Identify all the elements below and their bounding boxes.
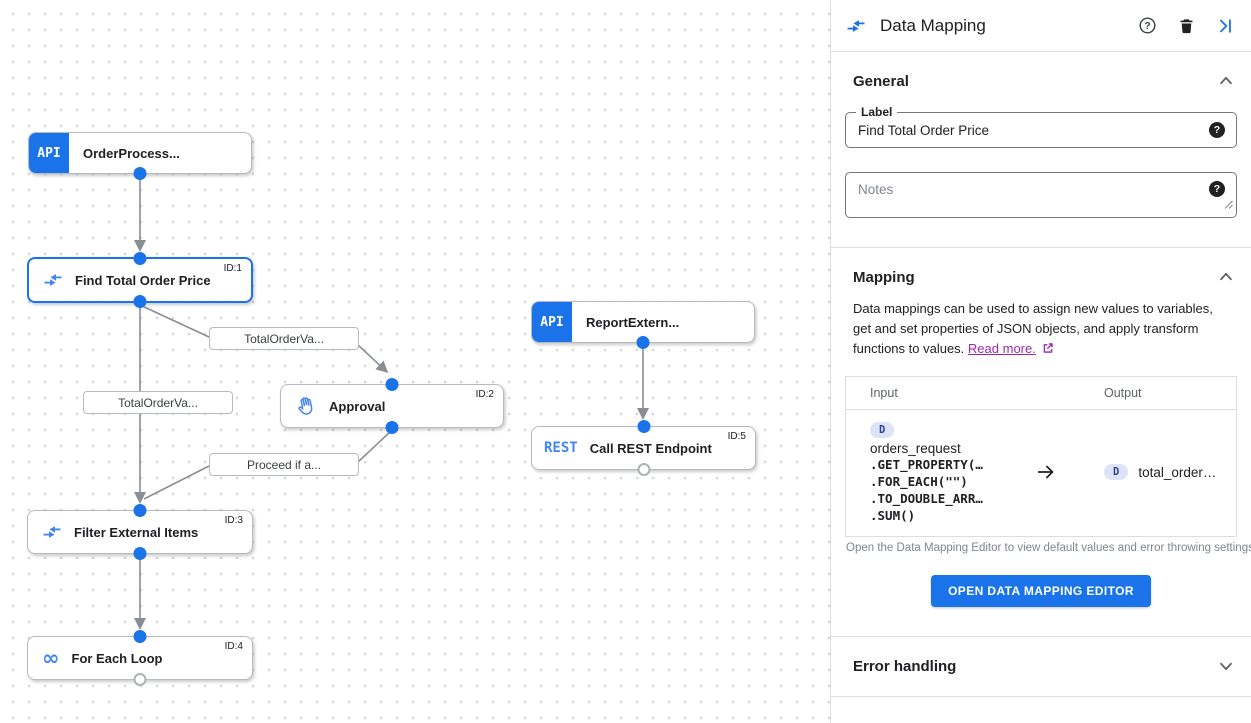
task-config-panel: Data Mapping ? [830,0,1251,723]
input-column-header: Input [870,386,898,400]
chevron-up-icon[interactable] [1217,72,1235,90]
edge-label[interactable]: Proceed if a... [209,453,359,476]
section-divider [831,696,1251,697]
output-port[interactable] [133,167,147,180]
node-id-badge: ID:2 [475,389,494,400]
node-label: OrderProcess... [83,145,180,161]
section-mapping: Mapping Data mappings can be used to ass… [831,248,1251,636]
section-error-handling[interactable]: Error handling [831,637,1251,696]
external-link-icon [1042,340,1054,360]
mapping-summary-table: Input Output D orders_request .GET_PROPE… [845,376,1237,537]
datatype-chip: D [870,422,895,438]
edge-label[interactable]: TotalOrderVa... [83,391,233,414]
mapping-row[interactable]: D orders_request .GET_PROPERTY(… .FOR_EA… [846,410,1236,536]
label-help-icon[interactable]: ? [1209,122,1225,138]
input-port[interactable] [637,420,650,433]
node-find-total-order-price[interactable]: Find Total Order Price ID:1 [27,252,253,308]
input-variable: orders_request [870,441,961,456]
output-port[interactable] [636,336,650,349]
input-port[interactable] [133,630,147,643]
node-order-process-trigger[interactable]: API OrderProcess... [28,132,252,180]
notes-textarea[interactable] [846,173,1236,217]
open-output-port[interactable] [133,673,147,686]
node-label: Call REST Endpoint [589,440,712,456]
notes-field: ? [845,172,1237,218]
rest-icon: REST [544,440,578,456]
node-id-badge: ID:1 [223,263,242,274]
delete-trash-icon[interactable] [1178,17,1195,35]
node-label: Filter External Items [74,524,199,540]
node-label: Approval [329,398,386,414]
section-divider [831,247,1251,248]
node-id-badge: ID:4 [224,641,243,652]
input-port[interactable] [133,252,147,265]
api-trigger-badge: API [29,133,69,173]
data-mapping-icon [42,522,62,542]
transform-function: .SUM() [870,508,916,523]
panel-header: Data Mapping ? [831,0,1251,52]
output-variable: total_order… [1138,464,1217,480]
output-column-header: Output [1104,386,1142,400]
node-report-extern-trigger[interactable]: API ReportExtern... [531,301,755,349]
output-port[interactable] [133,547,147,560]
chevron-up-icon[interactable] [1217,268,1235,286]
section-general: General Label ? ? [831,52,1251,218]
node-filter-external-items[interactable]: Filter External Items ID:3 [27,504,253,560]
help-icon[interactable]: ? [1138,16,1157,35]
node-id-badge: ID:3 [224,515,243,526]
node-label: For Each Loop [71,650,163,666]
section-divider [831,636,1251,637]
approval-hand-icon [295,395,317,417]
resize-grip-icon[interactable] [1224,196,1233,214]
input-port[interactable] [385,378,399,391]
panel-title: Data Mapping [880,15,986,35]
flow-edges [134,176,649,630]
node-for-each-loop[interactable]: ∞ For Each Loop ID:4 [27,630,253,686]
transform-function: .TO_DOUBLE_ARR… [870,491,983,506]
api-trigger-badge: API [532,302,572,342]
svg-text:?: ? [1144,21,1150,32]
node-approval[interactable]: Approval ID:2 [280,378,504,434]
open-output-port[interactable] [637,463,650,476]
data-mapping-icon [846,16,866,36]
output-port[interactable] [385,421,399,434]
node-label: Find Total Order Price [75,272,211,288]
label-input[interactable] [846,113,1236,147]
chevron-down-icon[interactable] [1217,657,1235,675]
node-label: ReportExtern... [586,314,680,330]
section-general-title: General [853,72,909,90]
mapping-description: Data mappings can be used to assign new … [845,286,1237,360]
data-mapping-icon [43,270,63,290]
input-port[interactable] [133,504,147,517]
mapping-caption: Open the Data Mapping Editor to view def… [846,542,1251,554]
label-field-label: Label [856,105,898,119]
read-more-link[interactable]: Read more. [967,341,1036,356]
notes-help-icon[interactable]: ? [1209,181,1225,197]
edge-label[interactable]: TotalOrderVa... [209,327,359,350]
node-id-badge: ID:5 [727,431,746,442]
section-mapping-title: Mapping [853,268,915,286]
collapse-panel-icon[interactable] [1216,17,1234,35]
transform-function: .FOR_EACH("") [870,474,968,489]
mapping-arrow-icon [1006,420,1086,524]
open-data-mapping-editor-button[interactable]: OPEN DATA MAPPING EDITOR [931,575,1151,607]
node-call-rest-endpoint[interactable]: REST Call REST Endpoint ID:5 [531,420,756,476]
section-error-handling-title: Error handling [853,657,957,675]
loop-infinity-icon: ∞ [42,645,60,670]
datatype-chip: D [1104,464,1129,480]
label-field: Label ? [845,105,1237,148]
transform-function: .GET_PROPERTY(… [870,457,983,472]
output-port[interactable] [133,295,147,308]
flow-canvas[interactable]: API OrderProcess... Find Total Order Pri… [0,0,830,723]
